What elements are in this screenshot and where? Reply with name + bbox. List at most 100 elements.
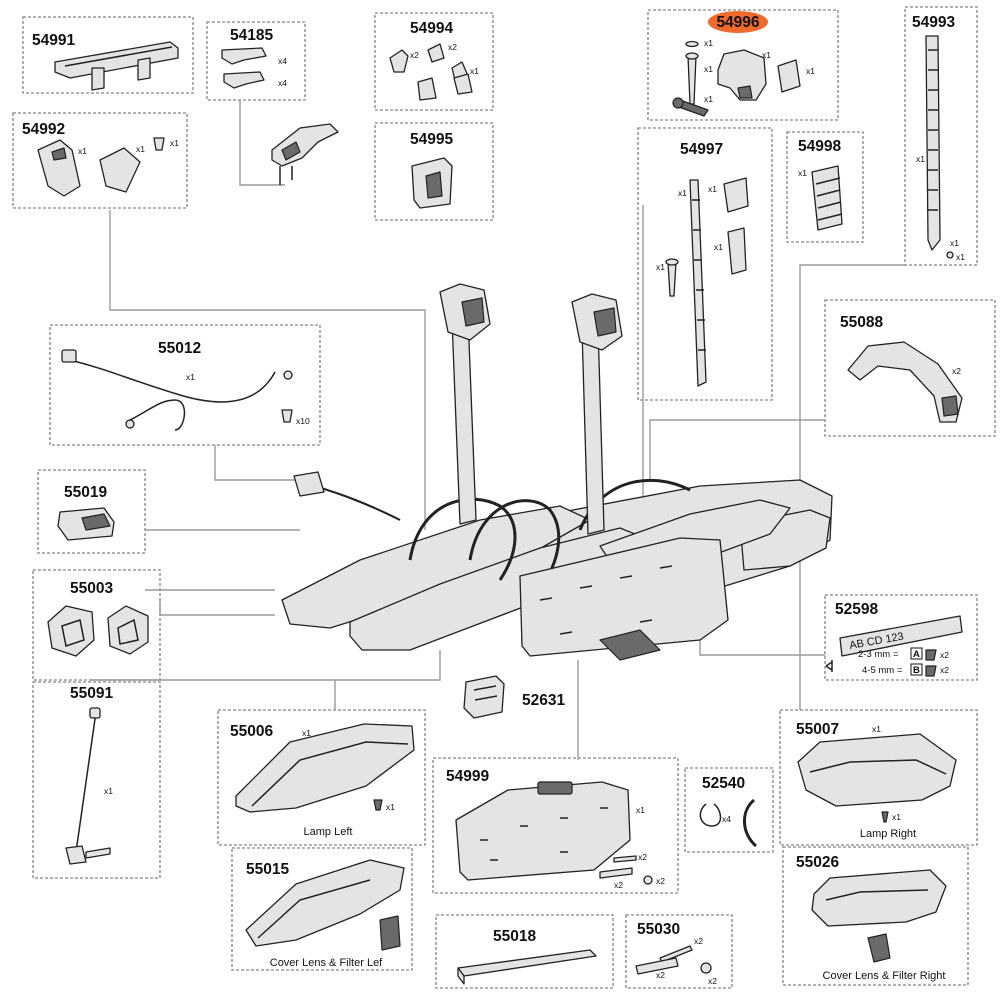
- part-54998[interactable]: 54998 x1: [786, 131, 864, 243]
- qty-label: x2: [656, 970, 665, 980]
- highlight-badge: [708, 11, 768, 33]
- part-55088[interactable]: 55088 x2: [824, 299, 996, 437]
- key-box: [910, 647, 923, 660]
- part-55012[interactable]: 55012 x1 x10: [49, 324, 321, 446]
- part-52631[interactable]: 52631: [463, 675, 565, 719]
- qty-label: x4: [722, 814, 731, 824]
- part-number: 54991: [32, 32, 75, 49]
- cable-ties-illustration: [699, 798, 758, 848]
- part-55003[interactable]: 55003: [32, 569, 161, 681]
- part-number: 54185: [230, 27, 273, 44]
- qty-label: x1: [386, 802, 395, 812]
- qty-label: x1: [470, 66, 479, 76]
- qty-label: x1: [704, 94, 713, 104]
- spacer-line-2: 4-5 mm =: [862, 665, 903, 676]
- spacer-key-1: A: [913, 649, 920, 660]
- leader-lines: [90, 100, 905, 760]
- part-55030[interactable]: 55030 x2 x2 x2: [625, 914, 733, 989]
- qty-label: x2: [448, 42, 457, 52]
- part-caption: Lamp Right: [860, 828, 916, 840]
- part-number: 54993: [912, 14, 955, 31]
- qty-label: x1: [950, 238, 959, 248]
- qty-label: x1: [704, 38, 713, 48]
- spacer-line-1: 2-3 mm =: [858, 649, 899, 660]
- qty-label: x1: [170, 138, 179, 148]
- part-number: 55007: [796, 721, 839, 738]
- qty-label: x1: [714, 242, 723, 252]
- part-number: 52598: [835, 601, 878, 618]
- small-clips-illustration: [389, 43, 473, 101]
- qty-label: x2: [694, 936, 703, 946]
- part-54995[interactable]: 54995: [374, 122, 494, 221]
- qty-label: x1: [656, 262, 665, 272]
- strap-and-pads-illustration: [665, 177, 749, 387]
- part-number: 55018: [493, 928, 536, 945]
- part-54185[interactable]: 54185 x4 x4: [206, 21, 306, 101]
- part-number: 55012: [158, 340, 201, 357]
- qty-label: x1: [78, 146, 87, 156]
- qty-label: x1: [136, 144, 145, 154]
- bracket-plate-illustration: [54, 41, 179, 91]
- left-lamp-illustration: [235, 723, 415, 813]
- part-number: 54996: [716, 14, 759, 31]
- part-54999[interactable]: 54999 x1 x2 x2 x2: [432, 757, 679, 894]
- part-54997[interactable]: 54997 x1 x1 x1 x1: [637, 127, 773, 401]
- part-55006[interactable]: 55006 x1 x1 Lamp Left: [217, 709, 426, 846]
- part-54991[interactable]: 54991: [22, 16, 194, 94]
- part-number: 52631: [522, 692, 565, 709]
- strap-holder-illustration: [411, 157, 453, 209]
- qty-label: x1: [302, 728, 311, 738]
- foot-block-illustration: [57, 507, 115, 541]
- part-55018[interactable]: 55018: [435, 914, 614, 989]
- cable-rod-illustration: [65, 707, 111, 865]
- part-number: 54998: [798, 138, 841, 155]
- part-caption: Lamp Left: [304, 826, 353, 838]
- qty-label: x2: [410, 50, 419, 60]
- part-number: 54999: [446, 768, 489, 785]
- qty-label: x2: [614, 880, 623, 890]
- part-54992[interactable]: 54992 x1 x1 x1: [12, 112, 188, 209]
- bolt-set-illustration: [635, 945, 712, 975]
- part-55015[interactable]: 55015 Cover Lens & Filter Lef: [231, 847, 413, 971]
- thickness-arrow-icon: [825, 660, 833, 672]
- part-55007[interactable]: 55007 x1 x1 Lamp Right: [779, 709, 978, 846]
- qty-label: x1: [798, 168, 807, 178]
- right-lens-cover-illustration: [811, 869, 947, 963]
- spacer-key-2: B: [913, 665, 920, 676]
- part-52540[interactable]: 52540 x4: [684, 767, 774, 853]
- socket-covers-illustration: [47, 605, 149, 657]
- part-55026[interactable]: 55026 Cover Lens & Filter Right: [782, 846, 969, 986]
- qty-label: x1: [104, 786, 113, 796]
- qty-label: x1: [872, 724, 881, 734]
- part-55019[interactable]: 55019: [37, 469, 146, 554]
- part-number: 54995: [410, 131, 453, 148]
- left-lens-cover-illustration: [245, 859, 405, 951]
- part-54993[interactable]: 54993 x1 x1 x1: [904, 6, 978, 266]
- part-number: 55091: [70, 685, 113, 702]
- part-54996[interactable]: 54996 x1 x1 x1 x1 x1: [647, 9, 839, 121]
- plate-spacer-illustration: AB CD 123: [839, 615, 963, 657]
- key-box: [910, 663, 923, 676]
- qty-label: x1: [186, 372, 195, 382]
- qty-label: x4: [278, 78, 287, 88]
- qty-label: x1: [708, 184, 717, 194]
- part-number: 55006: [230, 723, 273, 740]
- qty-label: x2: [708, 976, 717, 986]
- qty-label: x1: [806, 66, 815, 76]
- qty-label: x1: [892, 812, 901, 822]
- part-number: 55019: [64, 484, 107, 501]
- qty-label: x2: [638, 852, 647, 862]
- bike-carrier-assembly: [281, 283, 833, 661]
- part-caption: Cover Lens & Filter Right: [823, 970, 946, 982]
- spacer-icon: [925, 649, 937, 661]
- part-54994[interactable]: 54994 x2 x2 x1: [374, 12, 494, 111]
- qty-label: x2: [940, 665, 949, 675]
- qty-label: x1: [762, 50, 771, 60]
- part-52598[interactable]: 52598 AB CD 123 2-3 mm = A x2 4-5 mm = B…: [824, 594, 978, 681]
- rubber-pad-illustration: [811, 165, 843, 231]
- spacer-icon: [925, 665, 937, 677]
- part-55091[interactable]: 55091 x1: [32, 681, 161, 879]
- long-strap-illustration: [925, 35, 954, 259]
- licence-plate-holder-illustration: [455, 781, 653, 885]
